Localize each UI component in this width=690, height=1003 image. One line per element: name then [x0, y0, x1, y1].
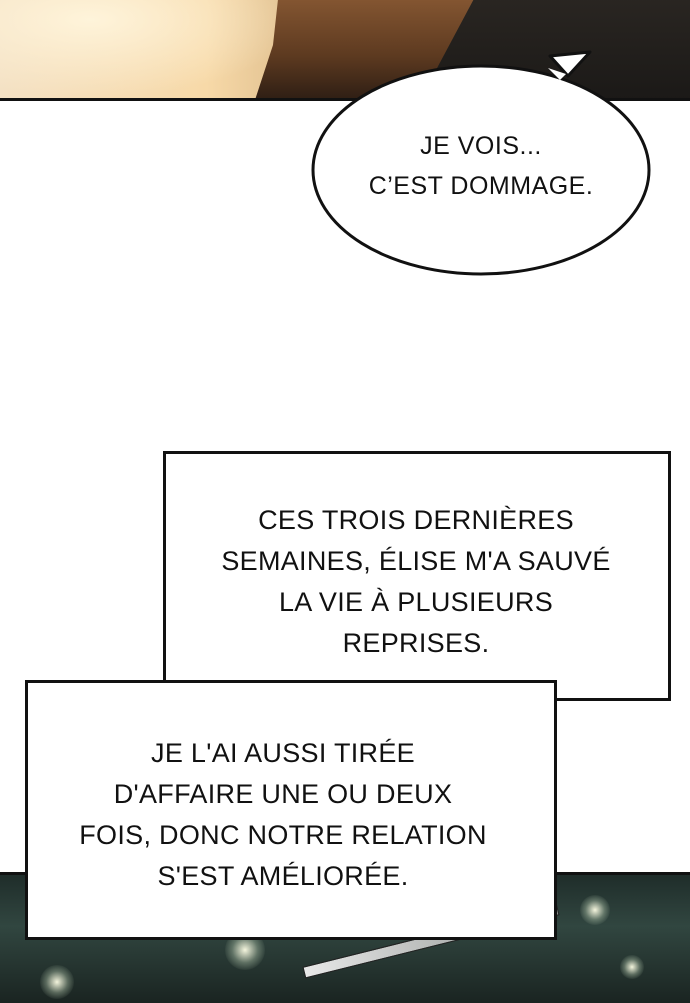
narration-box-2: JE L'AI AUSSI TIRÉE D'AFFAIRE UNE OU DEU… [25, 680, 557, 940]
narration-box-1: CES TROIS DERNIÈRES SEMAINES, ÉLISE M'A … [163, 451, 671, 701]
narration-line: JE L'AI AUSSI TIRÉE [151, 738, 415, 768]
speech-line: JE VOIS... [420, 132, 542, 160]
narration-line: S'EST AMÉLIORÉE. [157, 861, 409, 891]
narration-line: FOIS, DONC NOTRE RELATION [79, 820, 487, 850]
light-spark [620, 955, 644, 979]
narration-line: SEMAINES, ÉLISE M'A SAUVÉ [221, 546, 611, 576]
speech-bubble: JE VOIS... C’EST DOMMAGE. [310, 50, 652, 276]
narration-line: CES TROIS DERNIÈRES [258, 505, 574, 535]
narration-line: REPRISES. [342, 628, 490, 658]
light-spark [580, 895, 610, 925]
speech-bubble-shape [311, 50, 651, 276]
narration-line: LA VIE À PLUSIEURS [278, 587, 553, 617]
narration-text-1: CES TROIS DERNIÈRES SEMAINES, ÉLISE M'A … [186, 500, 646, 664]
light-glow [0, 0, 300, 98]
speech-line: C’EST DOMMAGE. [368, 172, 594, 200]
speech-bubble-text: JE VOIS... C’EST DOMMAGE. [310, 126, 652, 206]
narration-text-2: JE L'AI AUSSI TIRÉE D'AFFAIRE UNE OU DEU… [48, 733, 518, 897]
light-spark [40, 965, 74, 999]
narration-line: D'AFFAIRE UNE OU DEUX [113, 779, 453, 809]
